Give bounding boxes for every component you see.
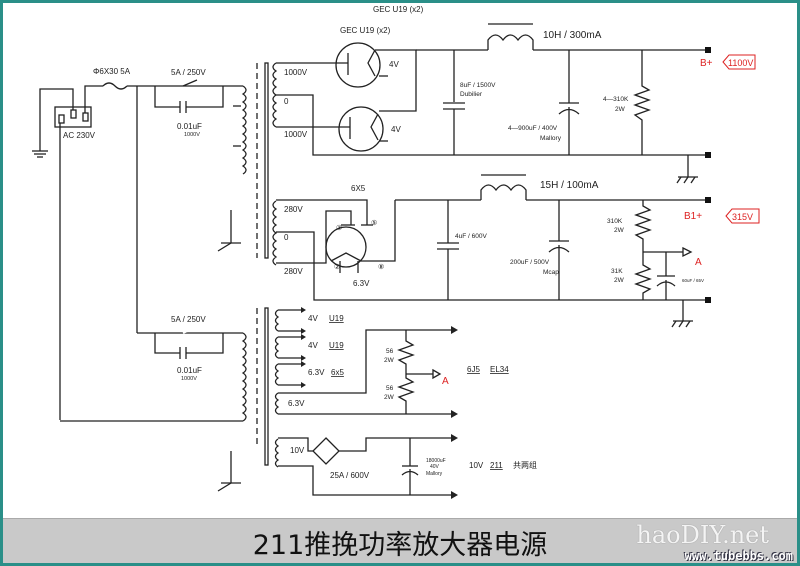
hv-supply: 1000V 0 1000V GEC U19 (x2) 4V 4V 10H / 3…	[272, 23, 756, 184]
heater-supply: 4V U19 4V U19 6.3V 6x5 6.3V 56 2W 56 2W …	[274, 307, 537, 499]
heater2-v: 4V	[308, 341, 318, 350]
cap1-voltage: 1000V	[184, 132, 200, 138]
heater-out-v: 10V	[469, 461, 484, 470]
heater-r2: 56	[386, 385, 394, 392]
heater-r2-w: 2W	[384, 394, 395, 401]
choke-10h-icon	[487, 34, 534, 50]
primary-coil-1	[241, 85, 247, 175]
bridge-label: 25A / 600V	[330, 471, 370, 480]
heater-r1-w: 2W	[384, 357, 395, 364]
b1-sec-top: 280V	[284, 205, 303, 214]
page-title: 211推挽功率放大器电源	[252, 530, 548, 561]
cap2-voltage: 1000V	[181, 376, 197, 382]
mains-input: AC 230V Φ6X30 5A 5A / 250V 0.01uF 1000V …	[32, 62, 269, 492]
hv-resistor-icon	[633, 50, 651, 155]
schematic: GEC U19 (x2) AC 230V Φ6X30 5A 5A / 250V …	[32, 5, 760, 499]
heater-cap: 18000uF	[426, 458, 446, 464]
hv-res-label: 4—310K	[603, 96, 629, 103]
hv-cap2-brand: Mallory	[540, 135, 562, 142]
b1-fil-label: 6.3V	[353, 279, 370, 288]
footer-band: 211推挽功率放大器电源 haoDIY.net www.tubebbs.com	[3, 518, 797, 563]
heater-load2: EL34	[490, 365, 509, 374]
hv-fil2: 4V	[391, 125, 401, 134]
b1-plus-tag	[725, 208, 760, 224]
choke-15h-icon	[480, 184, 527, 200]
b1-res2-w: 2W	[614, 277, 625, 284]
heater-load1: 6J5	[467, 365, 480, 374]
hv-cap1-brand: Dubilier	[460, 91, 483, 98]
cap1-label: 0.01uF	[177, 122, 202, 131]
top-label: GEC U19 (x2)	[373, 5, 424, 14]
bridge-rectifier-icon	[312, 437, 340, 465]
b1-sec-mid: 0	[284, 233, 289, 242]
plug-label: AC 230V	[63, 131, 96, 140]
switch1-label: 5A / 250V	[171, 68, 206, 77]
switch2-label: 5A / 250V	[171, 315, 206, 324]
pin2: ②	[334, 263, 340, 271]
b1-res1: 310K	[607, 218, 623, 225]
b-plus-voltage: 1100V	[728, 58, 753, 68]
b1-plus-label: B1+	[684, 211, 702, 222]
heater-tap-a: A	[442, 376, 449, 387]
b1-sec-bot: 280V	[284, 267, 303, 276]
hv-res-watt: 2W	[615, 106, 626, 113]
b1-cap3: 60uF / 65V	[682, 278, 704, 283]
heater-out-tube: 211	[490, 461, 503, 470]
heater-cap-v: 40V	[430, 464, 440, 470]
b1-tube-label: 6X5	[351, 184, 366, 193]
b-plus-label: B+	[700, 58, 713, 69]
heater-out-note: 共两组	[513, 460, 537, 470]
pin3: ③	[336, 224, 342, 232]
hv-choke-label: 10H / 300mA	[543, 30, 602, 41]
heater4-v: 6.3V	[288, 399, 305, 408]
b1-cap2-label: 200uF / 500V	[510, 259, 550, 266]
fuse-label: Φ6X30 5A	[93, 67, 131, 76]
b-plus-tag	[722, 54, 756, 70]
b1-res1-w: 2W	[614, 227, 625, 234]
b1-res2: 31K	[611, 268, 623, 275]
hv-fil1: 4V	[389, 60, 399, 69]
site-watermark: www.tubebbs.com	[684, 549, 793, 563]
heater5-v: 10V	[290, 446, 305, 455]
rectifier-6x5-icon	[325, 226, 367, 268]
watermark-logo: haoDIY.net	[636, 521, 769, 549]
cap2-label: 0.01uF	[177, 366, 202, 375]
heater-divider-icon	[397, 330, 415, 414]
heater1-tube: U19	[329, 314, 344, 323]
hv-secondary-coil	[272, 62, 278, 128]
b1-divider-icon	[634, 200, 652, 300]
hv-cap2-label: 4—900uF / 400V	[508, 125, 558, 132]
pin5: ⑤	[371, 219, 377, 227]
b1-supply: 280V 0 280V 6X5 ③ ⑤ ② ⑧ 6.3V 15H / 100mA…	[272, 174, 760, 328]
primary-coil-2	[241, 332, 247, 422]
rectifier-tube-1-icon	[335, 42, 381, 88]
b1-cap2-brand: Mcap	[543, 269, 559, 276]
hv-sec-mid: 0	[284, 97, 289, 106]
b1-plus-voltage: 315V	[732, 212, 753, 222]
b1-choke-label: 15H / 100mA	[540, 180, 599, 191]
heater3-v: 6.3V	[308, 368, 325, 377]
b1-tap-a: A	[695, 257, 702, 268]
hv-tube-label: GEC U19 (x2)	[340, 26, 391, 35]
b1-secondary-coil	[272, 200, 278, 266]
hv-cap1-label: 8uF / 1500V	[460, 82, 496, 89]
b1-cap1-label: 4uF / 600V	[455, 233, 487, 240]
heater-r1: 56	[386, 348, 394, 355]
heater3-tube: 6x5	[331, 368, 344, 377]
hv-sec-top: 1000V	[284, 68, 308, 77]
rectifier-tube-2-icon	[338, 106, 384, 152]
pin8: ⑧	[378, 263, 384, 271]
fuse-icon	[102, 82, 128, 90]
heater2-tube: U19	[329, 341, 344, 350]
heater-cap-brand: Mallory	[426, 471, 443, 477]
switch-icon	[182, 79, 198, 87]
heater1-v: 4V	[308, 314, 318, 323]
hv-sec-bot: 1000V	[284, 130, 308, 139]
